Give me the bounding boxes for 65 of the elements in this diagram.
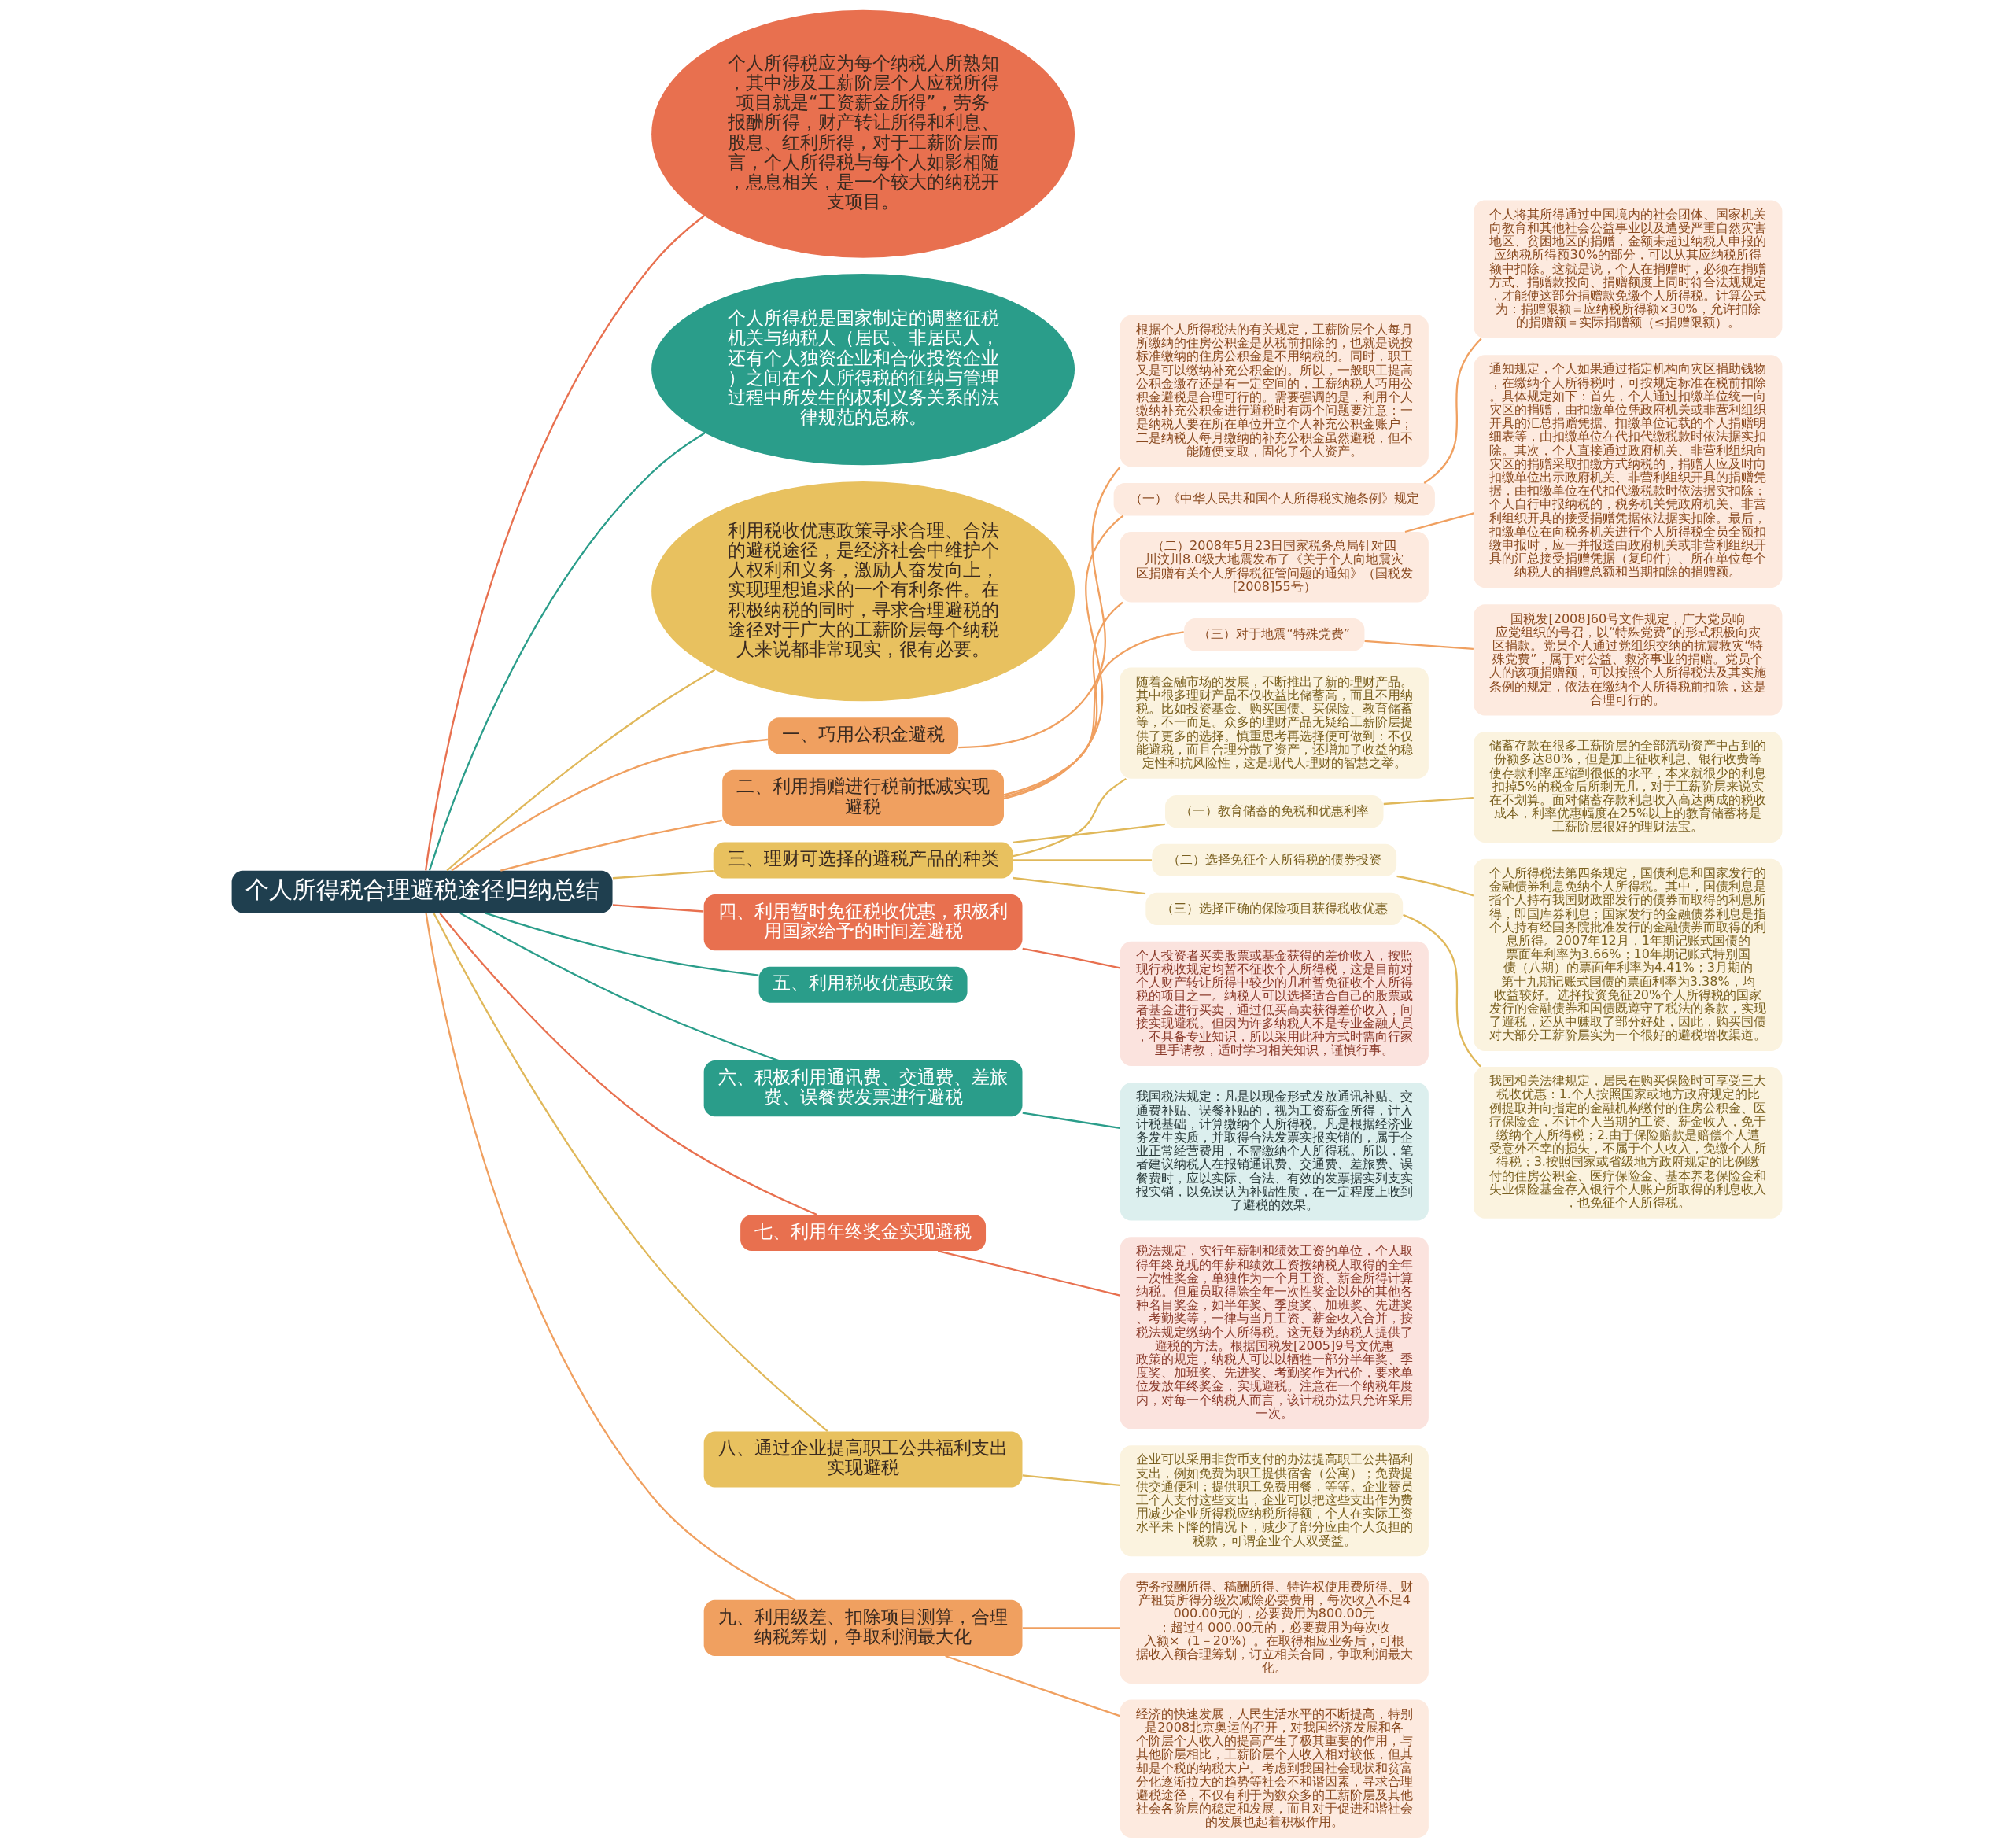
connector: [1003, 601, 1123, 799]
connector: [451, 738, 769, 872]
node-box: （一）《中华人民共和国个人所得税实施条例》规定: [1113, 483, 1435, 516]
node-box: 个人投资者买卖股票或基金获得的差价收入，按照现行税收规定均暂不征收个人所得税，这是目前对个人财产转让所得中较少的几种暂免征收个人所得税的项目之一。纳税人可以选择适合自己的股票或者基金进行买卖，通过低买高卖获得差价收入，间接实现避税。但因为许多纳税人不是专业金融人员，不具备专业知识，所以采用此种方式时需向行家里手请教，适时学习相关知识，谨慎行事。: [1120, 941, 1429, 1066]
connector: [1022, 1627, 1120, 1629]
connector: [1003, 515, 1124, 800]
connector: [459, 912, 780, 1062]
connector: [937, 1249, 1120, 1297]
node-box: 我国税法规定：凡是以现金形式发放通讯补贴、交通费补贴、误餐补贴的，视为工资薪金所得，计入计税基础，计算缴纳个人所得税。凡是根据经济业务发生实质，并取得合法发票实报实销的，属于企业正常经营费用，不需缴纳个人所得税。所以，笔者建议纳税人在报销通讯费、交通费、差旅费、误餐费时，应以实际、合法、有效的发票据实列支实报实销，以免误认为补贴性质，在一定程度上收到了避税的效果。: [1120, 1083, 1429, 1221]
connector: [945, 1654, 1120, 1717]
connector: [425, 215, 705, 871]
node-box: 二、利用捐赠进行税前抵减实现避税: [722, 769, 1004, 826]
node-box: 个人所得税法第四条规定，国债利息和国家发行的金融债券利息免纳个人所得税。其中，国债利息是指个人持有我国财政部发行的债券而取得的利息所得，即国库券利息；国家发行的金融债券利息是指个人持有经国务院批准发行的金融债券而取得的利息所得。2007年12月，1年期记账式国债的票面年利率为3.66%；10年期记账式特别国债（八期）的票面年利率为4.41%；3月期的第十九期记账式国债的票面利率为3.38%，均收益较好。选择投资免征20%个人所得税的国家发行的金融债券和国债既遵守了税法的条款，实现了避税，还从中赚取了部分好处，因此，购买国债对大部分工薪阶层实为一个很好的避税增收渠道。: [1474, 858, 1783, 1051]
connector: [485, 912, 759, 976]
connector: [1022, 947, 1120, 969]
node-box: 六、积极利用通讯费、交通费、差旅费、误餐费发票进行避税: [703, 1060, 1023, 1117]
node-box: （三）对于地震“特殊党费”: [1184, 618, 1365, 651]
connector: [1403, 913, 1481, 1068]
connector: [612, 904, 704, 913]
connector: [1013, 777, 1127, 858]
node-box: 税法规定，实行年薪制和绩效工资的单位，个人取得年终兑现的年薪和绩效工资按纳税人取得的全年一次性奖金，单独作为一个月工资、薪金所得计算纳税。但雇员取得除全年一次性奖金以外的其他各种名目奖金，如半年奖、季度奖、加班奖、先进奖、考勤奖等，一律与当月工资、薪金收入合并，按税法规定缴纳个人所得税。这无疑为纳税人提供了避税的方法。根据国税发[2005]9号文优惠政策的规定，纳税人可以以牺牲一部分半年奖、季度奖、加班奖、先进奖、考勤奖作为代价，要求单位发放年终奖金，实现避税。注意在一个纳税年度内，对每一个纳税人而言，该计税办法只允许采用一次。: [1120, 1237, 1429, 1429]
connector: [1003, 631, 1184, 796]
node-box: 劳务报酬所得、稿酬所得、特许权使用费所得、财产租赁所得分级次减除必要费用，每次收入不足4 000.00元的，必要费用为800.00元；超过4 000.00元的，必要费用为每次收入额×（1－20%）。在取得相应业务后，可根据收入额合理筹划，订立相关合同，争取利润最大化。: [1120, 1572, 1429, 1684]
node-box: 五、利用税收优惠政策: [758, 966, 968, 1003]
connector: [1364, 640, 1474, 650]
connector: [1022, 1112, 1120, 1129]
connector: [1013, 876, 1146, 895]
connector: [500, 819, 723, 872]
node-box: 七、利用年终奖金实现避税: [740, 1215, 987, 1252]
connector: [1383, 796, 1474, 806]
connector: [1404, 512, 1474, 533]
node-box: 一、巧用公积金避税: [768, 717, 959, 754]
node-box: 九、利用级差、扣除项目测算，合理纳税筹划，争取利润最大化: [703, 1599, 1023, 1656]
node-box: （二）选择免征个人所得税的债券投资: [1152, 843, 1397, 877]
node-ellipse: 利用税收优惠政策寻求合理、合法的避税途径，是经济社会中维护个人权利和义务，激励人奋发向上，实现理想追求的一个有利条件。在积极纳税的同时，寻求合理避税的途径对于广大的工薪阶层每个纳税人来说都非常现实，很有必要。: [651, 481, 1075, 702]
connector: [1013, 859, 1152, 861]
connector: [433, 913, 828, 1433]
node-box: 经济的快速发展，人民生活水平的不断提高，特别是2008北京奥运的召开，对我国经济发展和各个阶层个人收入的提高产生了极其重要的作用，与其他阶层相比，工薪阶层个人收入相对较低，但其却是个税的纳税大户。考虑到我国社会现状和贫富分化逐渐拉大的趋势等社会不和谐因素，寻求合理避税途径，不仅有利于为数众多的工薪阶层及其他社会各阶层的稳定和发展，而且对于促进和谐社会的发展也起着积极作用。: [1120, 1699, 1429, 1839]
node-box: （三）选择正确的保险项目获得税收优惠: [1145, 892, 1404, 926]
node-box: 储蓄存款在很多工薪阶层的全部流动资产中占到的份额多达80%，但是加上征收利息、银行收费等使存款利率压缩到很低的水平，本来就很少的利息扣掉5%的税金后所剩无几，对于工薪阶层来说实在不划算。面对储蓄存款利息收入高达两成的税收成本，利率优惠幅度在25%以上的教育储蓄将是工薪阶层很好的理财法宝。: [1474, 732, 1783, 843]
node-box: 个人将其所得通过中国境内的社会团体、国家机关向教育和其他社会公益事业以及遭受严重自然灾害地区、贫困地区的捐赠，金额未超过纳税人申报的应纳税所得额30%的部分，可以从其应纳税所得额中扣除。这就是说，个人在捐赠时，必须在捐赠方式、捐赠款投向、捐赠额度上同时符合法规规定，才能使这部分捐赠款免缴个人所得税。计算公式为：捐赠限额＝应纳税所得额×30%，允许扣除的捐赠额＝实际捐赠额（≤捐赠限额）。: [1474, 200, 1783, 339]
connector: [1013, 823, 1165, 844]
connector: [425, 913, 796, 1601]
node-box: 国税发[2008]60号文件规定，广大党员响应党组织的号召，以“特殊党费”的形式积极向灾区捐款。党员个人通过党组织交纳的抗震救灾“特殊党费”，属于对公益、救济事业的捐赠。党员个人的该项捐赠额，可以按照个人所得税法及其实施条例的规定，依法在缴纳个人所得税前扣除，这是合理可行的。: [1474, 604, 1783, 716]
node-box: （二）2008年5月23日国家税务总局针对四川汶川8.0级大地震发布了《关于个人向地震灾区捐赠有关个人所得税征管问题的通知》（国税发[2008]55号）: [1120, 532, 1429, 603]
connector: [1423, 338, 1482, 484]
node-box: （一）教育储蓄的免税和优惠利率: [1165, 795, 1384, 828]
node-ellipse: 个人所得税是国家制定的调整征税机关与纳税人（居民、非居民人，还有个人独资企业和合伙投资企业）之间在个人所得税的征纳与管理过程中所发生的权利义务关系的法律规范的总称。: [651, 273, 1075, 466]
node-box: 八、通过企业提高职工公共福利支出实现避税: [703, 1431, 1023, 1488]
connector: [612, 869, 714, 880]
node-box: 个人所得税合理避税途径归纳总结: [231, 870, 613, 913]
connector: [428, 432, 706, 871]
node-box: 根据个人所得税法的有关规定，工薪阶层个人每月所缴纳的住房公积金是从税前扣除的，也就是说按标准缴纳的住房公积金是不用纳税的。同时，职工又是可以缴纳补充公积金的。所以，一般职工提高公积金缴存还是有一定空间的，工薪纳税人巧用公积金避税是合理可行的。需要强调的是，利用个人缴纳补充公积金进行避税时有两个问题要注意：一是纳税人要在所在单位开立个人补充公积金账户；二是纳税人每月缴纳的补充公积金虽然避税，但不能随便支取，固化了个人资产。: [1120, 315, 1429, 467]
connector: [958, 467, 1121, 749]
node-box: 随着金融市场的发展，不断推出了新的理财产品。其中很多理财产品不仅收益比储蓄高，而且不用纳税。比如投资基金、购买国债、买保险、教育储蓄等，不一而足。众多的理财产品无疑给工薪阶层提供了更多的选择。慎重思考再选择便可做到：不仅能避税，而且合理分散了资产，还增加了收益的稳定性和抗风险性，这是现代人理财的智慧之举。: [1120, 667, 1429, 779]
connector: [1396, 875, 1474, 897]
node-box: 三、理财可选择的避税产品的种类: [713, 842, 1013, 879]
node-box: 四、利用暂时免征税收优惠，积极利用国家给予的时间差避税: [703, 894, 1023, 951]
connector: [1022, 1474, 1120, 1487]
connector: [446, 669, 716, 872]
node-box: 企业可以采用非货币支付的办法提高职工公共福利支出，例如免费为职工提供宿舍（公寓）；免费提供交通便利；提供职工免费用餐，等等。企业替员工个人支付这些支出，企业可以把这些支出作为费用减少企业所得税应纳税所得额，个人在实际工资水平未下降的情况下，减少了部分应由个人负担的税款，可谓企业个人双受益。: [1120, 1445, 1429, 1557]
connector: [439, 913, 817, 1216]
node-box: 我国相关法律规定，居民在购买保险时可享受三大税收优惠：1.个人按照国家或地方政府规定的比例提取并向指定的金融机构缴付的住房公积金、医疗保险金，不计个人当期的工资、薪金收入，免于缴纳个人所得税；2.由于保险赔款是赔偿个人遭受意外不幸的损失，不属于个人收入，免缴个人所得税；3.按照国家或省级地方政府规定的比例缴付的住房公积金、医疗保险金、基本养老保险金和失业保险基金存入银行个人账户所取得的利息收入，也免征个人所得税。: [1474, 1067, 1783, 1219]
node-box: 通知规定，个人如果通过指定机构向灾区捐助钱物，在缴纳个人所得税时，可按规定标准在税前扣除。具体规定如下：首先，个人通过扣缴单位统一向灾区的捐赠，由扣缴单位凭政府机关或非营利组织开具的汇总捐赠凭据、扣缴单位记载的个人捐赠明细表等，由扣缴单位在代扣代缴税款时依法据实扣除。其次，个人直接通过政府机关、非营利组织向灾区的捐赠采取扣缴方式纳税的，捐赠人应及时向扣缴单位出示政府机关、非营利组织开具的捐赠凭据，由扣缴单位在代扣代缴税款时依法据实扣除；个人自行申报纳税的，税务机关凭政府机关、非营利组织开具的接受捐赠凭据依法据实扣除。最后，扣缴单位在向税务机关进行个人所得税全员全额扣缴申报时，应一并报送由政府机关或非营利组织开具的汇总接受捐赠凭据（复印件）、所在单位每个纳税人的捐赠总额和当期扣除的捐赠额。: [1474, 355, 1783, 588]
node-ellipse: 个人所得税应为每个纳税人所熟知，其中涉及工薪阶层个人应税所得项目就是“工资薪金所得”，劳务报酬所得，财产转让所得和利息、股息、红利所得，对于工薪阶层而言，个人所得税与每个人如影相随，息息相关，是一个较大的纳税开支项目。: [651, 9, 1075, 258]
